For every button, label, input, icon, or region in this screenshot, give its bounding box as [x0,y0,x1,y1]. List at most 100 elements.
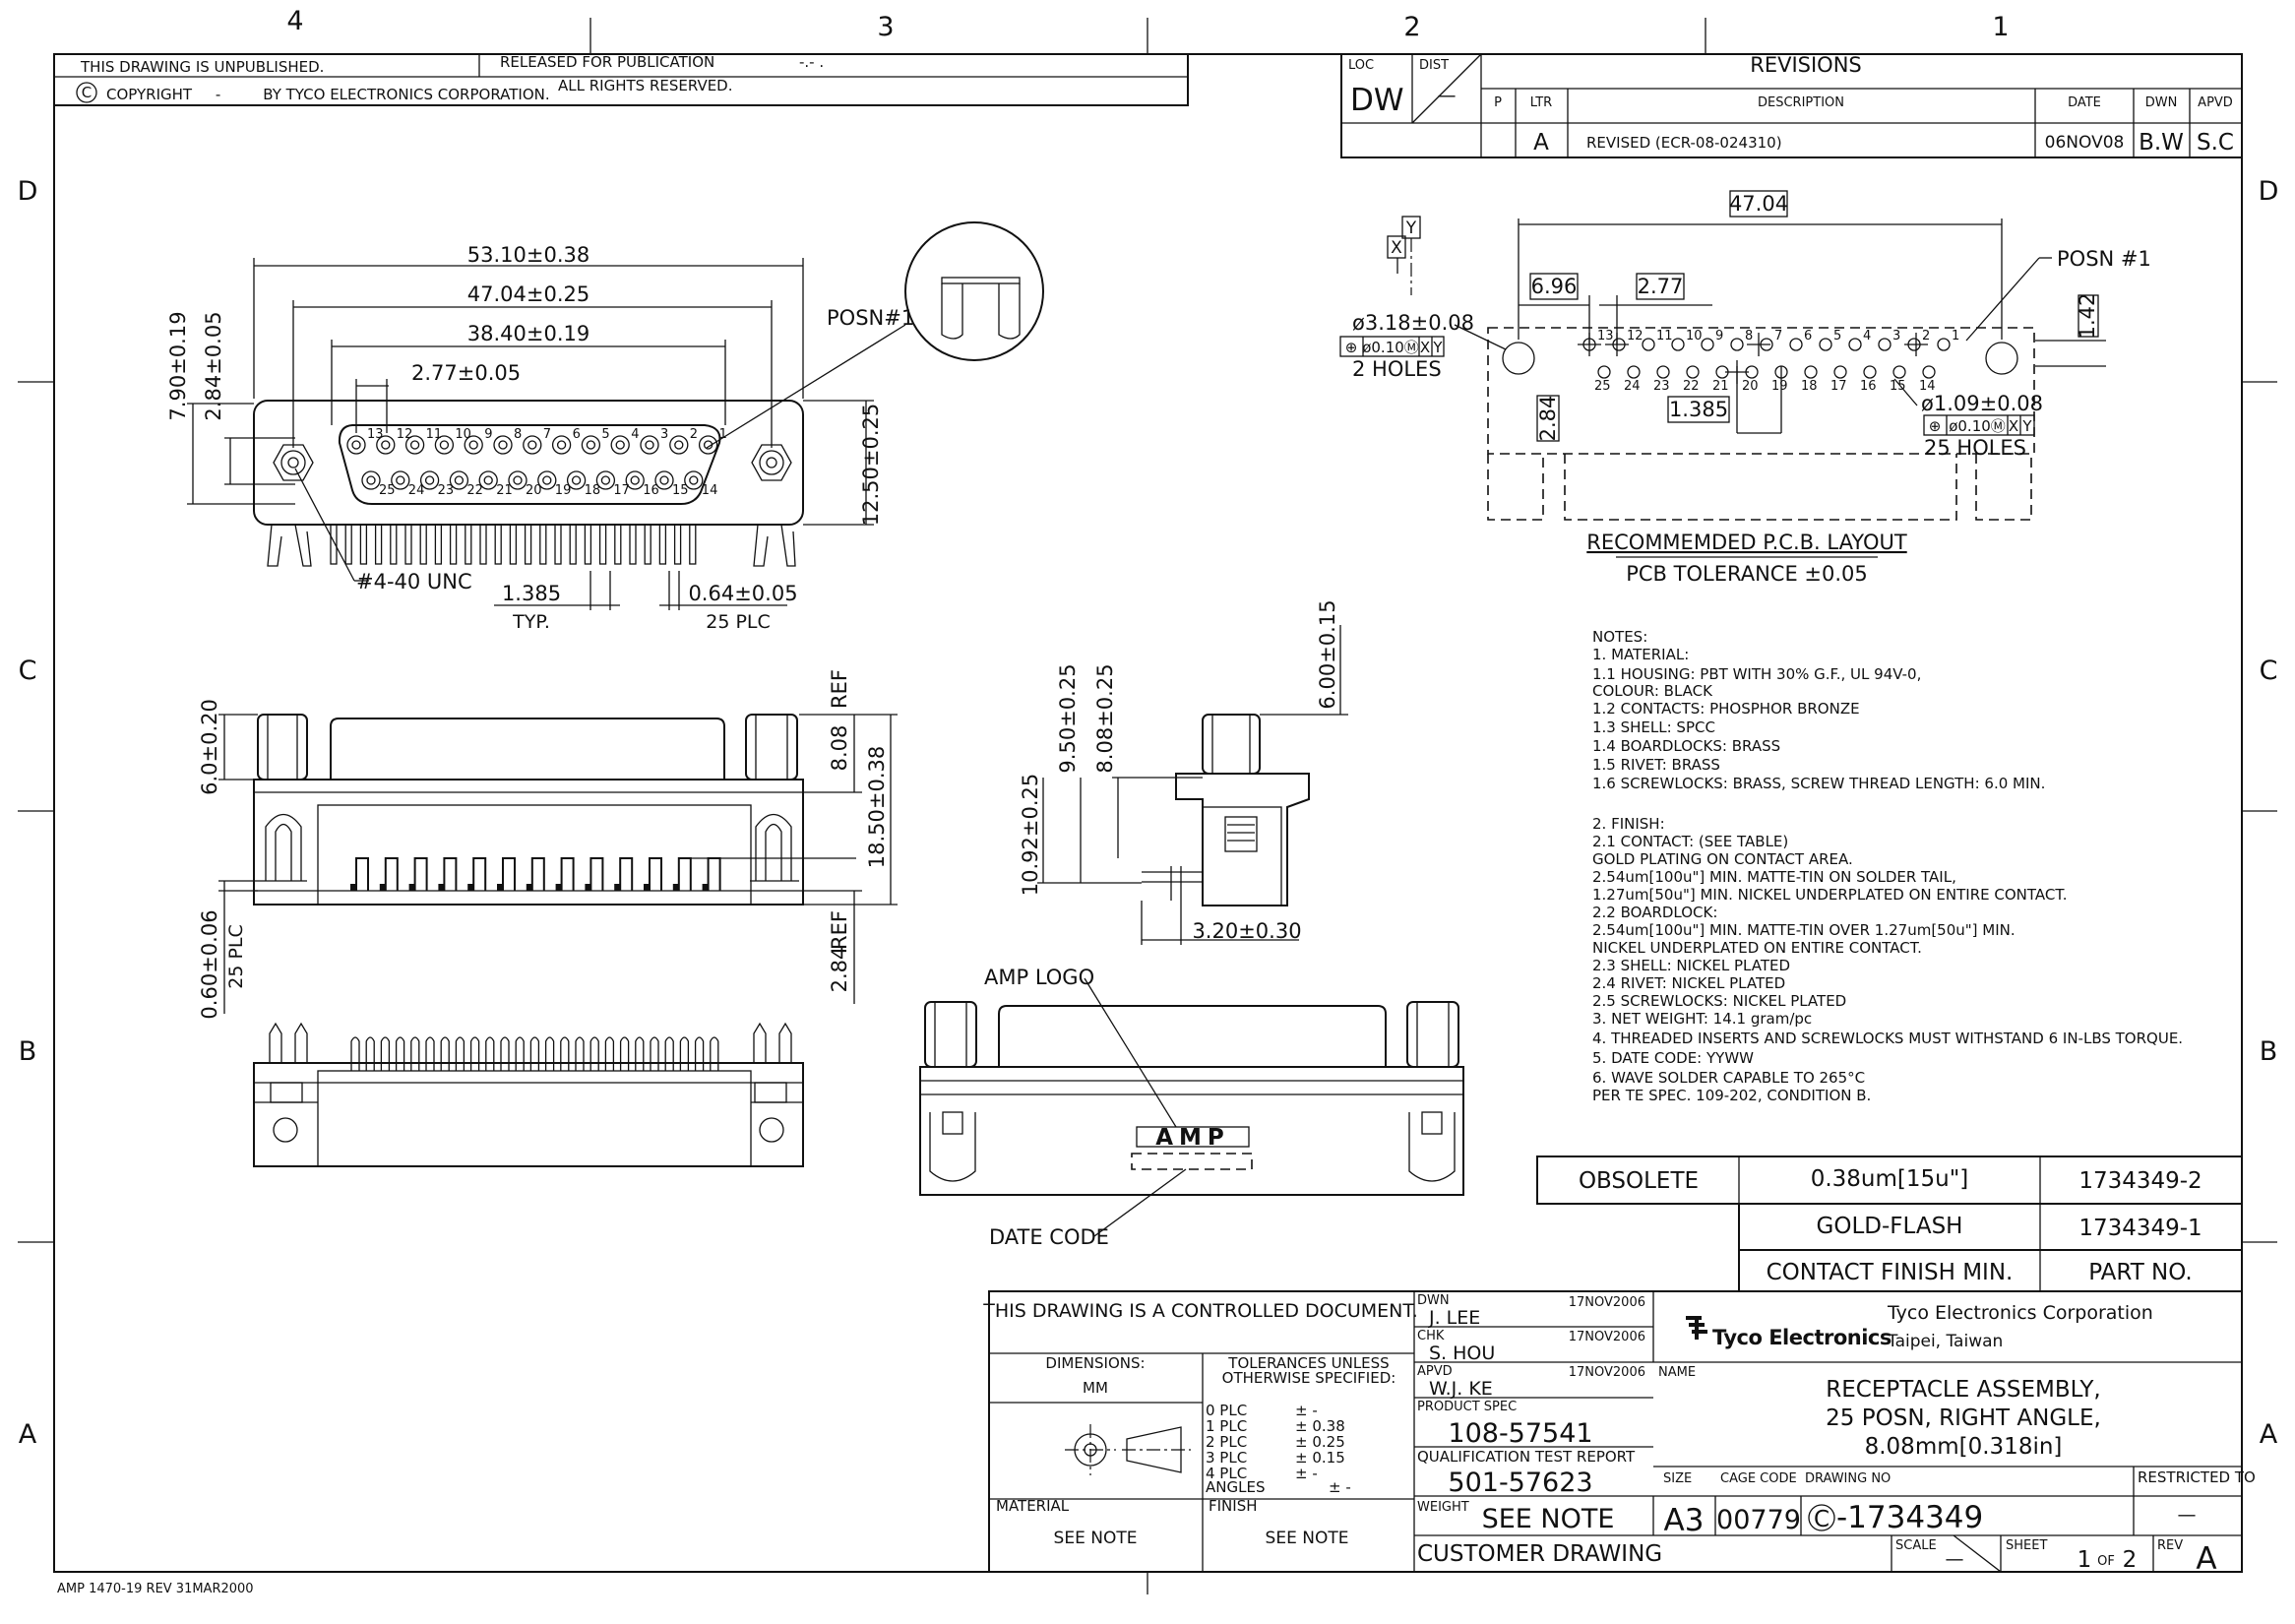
top-solder-tail [395,1036,405,1071]
pcb-hole-number: 17 [1830,379,1847,394]
drawing-no-prefix: C [1814,1507,1830,1532]
pcb-hole-number: 10 [1686,329,1703,344]
pcb-pin-count: 25 HOLES [1924,436,2026,460]
bottom-contact [649,857,662,891]
pcb-mount-count: 2 HOLES [1352,357,1442,381]
company-logo-text: Tyco Electronics [1712,1326,1892,1349]
front-pin-number: 3 [660,427,668,442]
front-pin [684,470,704,490]
front-solder-tail [644,524,651,565]
dwn-name: J. LEE [1428,1307,1480,1329]
dim-overall-width: 53.10±0.38 [467,243,589,267]
front-pin-number: 19 [555,483,572,498]
pcb-dim-row: 2.84 [1536,396,1560,442]
front-pin-core [615,440,625,450]
front-pin-number: 10 [455,427,471,442]
front-solder-tails [330,524,697,565]
front-pin [551,435,572,455]
bottom-contact-tip [350,884,356,891]
border-column-1: 1 [1992,12,2009,42]
front-solder-tail [390,524,398,565]
pcb-pin-tol-symbol: ⊕ [1929,417,1942,435]
apvd-name: W.J. KE [1429,1378,1493,1400]
bottom-contact [619,857,634,891]
bottom-contact-tip [555,884,562,891]
note-line: 1.2 CONTACTS: PHOSPHOR BRONZE [1592,700,1860,718]
top-solder-tail [589,1036,599,1071]
weight-label: WEIGHT [1417,1500,1469,1515]
material-value: SEE NOTE [1054,1529,1138,1548]
front-pin [669,435,689,455]
pcb-hole [1789,338,1803,351]
pcb-hole [1863,365,1877,379]
front-pin-core [527,440,537,450]
front-pin-number: 25 [379,483,396,498]
border-column-3: 3 [877,12,894,42]
front-pin-core [439,440,450,450]
front-solder-tail [494,524,502,565]
dim-ref-top: 8.08 [828,725,851,772]
part-row-1-finish: 0.38um[15u"] [1811,1166,1969,1192]
front-pin-number: 2 [690,427,698,442]
front-pin-core [600,475,611,485]
top-view [253,1022,804,1167]
rev-value: A [2196,1541,2216,1577]
front-pin-core [659,475,669,485]
pcb-hole [1804,365,1818,379]
finish-label: FINISH [1209,1497,1258,1515]
border-column-4: 4 [286,6,303,36]
top-solder-tail [710,1036,719,1071]
bottom-contact-tip [408,884,415,891]
pcb-pin-tol-x: X [2009,417,2018,435]
front-pin [508,470,527,490]
front-solder-tail [629,524,637,565]
note-line: 2.5 SCREWLOCKS: NICKEL PLATED [1592,992,1846,1010]
front-pin-core [645,440,654,450]
note-line: 2. FINISH: [1592,815,1665,833]
drawing-no-prefix-icon [1808,1504,1835,1531]
pcb-y-label: Y [1405,219,1417,238]
pcb-mount-hole: ø3.18±0.08 [1352,311,1474,335]
top-solder-tail [440,1036,450,1071]
rev-header-date: DATE [2068,95,2101,110]
dwn-label: DWN [1417,1293,1450,1308]
bottom-contact [384,857,399,891]
top-solder-tail [619,1036,630,1071]
front-pin-number: 7 [543,427,551,442]
rev-row-dwn: B.W [2139,130,2184,156]
pcb-hole-number: 16 [1860,379,1877,394]
company-location: Taipei, Taiwan [1887,1332,2003,1351]
border-column-2: 2 [1403,12,1420,42]
rev-header-p: P [1494,95,1502,110]
dim-tail-thickness-note: 25 PLC [225,924,247,989]
bottom-contact [589,857,604,891]
top-solder-tail [380,1036,391,1071]
rev-row-apvd: S.C [2197,130,2234,156]
front-pin-number: 6 [573,427,581,442]
front-pin-number: 8 [514,427,522,442]
cage-label: CAGE CODE [1720,1471,1797,1486]
tolerance-key: 1 PLC [1206,1417,1247,1435]
rev-header-apvd: APVD [2198,95,2233,110]
sheet-of: OF [2097,1554,2115,1569]
top-solder-tail [365,1036,375,1071]
drawing-no-label: DRAWING NO [1805,1471,1891,1486]
pcb-hole-number: 15 [1890,379,1906,394]
bottom-contact-tip [702,884,709,891]
front-pin-core [689,475,699,485]
front-pin [419,470,440,490]
note-line: 1. MATERIAL: [1592,646,1689,663]
note-line: 1.27um[50u"] MIN. NICKEL UNDERPLATED ON … [1592,886,2067,904]
front-solder-tail [614,524,622,565]
front-pin [595,470,616,490]
pcb-hole [1833,365,1847,379]
front-pin-number: 17 [613,483,630,498]
bottom-contact [443,857,458,891]
revisions-block: LOC DW DIST — REVISIONS P LTR DESCRIPTIO… [1340,53,2243,158]
top-solder-tail [635,1036,645,1071]
title-block: THIS DRAWING IS A CONTROLLED DOCUMENT. D… [982,1290,2256,1577]
dim-side-a: 9.50±0.25 [1056,663,1080,773]
dim-side-top: 6.00±0.15 [1316,599,1339,709]
